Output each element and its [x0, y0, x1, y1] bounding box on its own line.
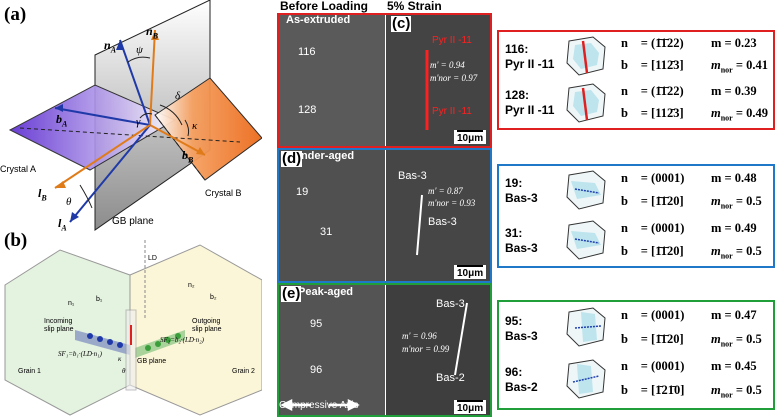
entry-mnor: mnor = 0.5 [711, 244, 762, 261]
scale-bar-e: 10μm [454, 400, 486, 414]
label-sf2: SF₂=b₂·(LD·n₂) [160, 336, 204, 344]
entry-n: n⃗ = (0001) [621, 359, 684, 374]
compressive-axis-label: Compressive Axis [279, 400, 358, 411]
panel-label-e: (e) [281, 286, 301, 302]
label-crystal-a: Crystal A [0, 164, 36, 174]
overlay-c-mnor: m'nor = 0.97 [430, 73, 477, 83]
entry-mnor: mnor = 0.5 [711, 383, 762, 400]
panel-label-d: (d) [281, 151, 302, 167]
scale-bar-d: 10μm [454, 265, 486, 279]
entry-n: n⃗ = (1̄1̄22) [621, 84, 684, 99]
label-incoming: Incoming slip plane [44, 318, 84, 334]
label-sf1: SF₁=b₁·(LD·n₁) [58, 350, 102, 358]
overlay-d-mnor: m'nor = 0.93 [428, 198, 475, 208]
label-psi: ψ [136, 44, 143, 56]
label-l-a: lA [58, 216, 67, 232]
entry-m: m = 0.45 [711, 359, 757, 374]
crystal-orientation-icon [561, 169, 611, 213]
entry-mnor: mnor = 0.41 [711, 58, 768, 75]
label-crystal-b: Crystal B [205, 188, 242, 198]
entry-m: m = 0.48 [711, 171, 757, 186]
scale-bar-c: 10μm [454, 130, 486, 144]
label-gb-plane: GB plane [112, 216, 154, 227]
label-grain2: Grain 2 [232, 368, 255, 375]
entry-label: 128:Pyr II -11 [505, 88, 554, 118]
entry-label: 96:Bas-2 [505, 365, 538, 395]
overlay-e-mnor: m'nor = 0.99 [402, 344, 449, 354]
label-b2: b₂ [210, 294, 217, 301]
overlay-d-sys1: Bas-3 [398, 170, 427, 182]
entry-n: n⃗ = (1̄1̄22) [621, 36, 684, 51]
overlay-e-sys1: Bas-3 [436, 298, 465, 310]
label-n-a: nA [104, 38, 116, 54]
crystal-orientation-icon [561, 82, 611, 126]
entry-b: b⃗ = [1̄21̄0] [621, 383, 684, 398]
overlay-c-mprime: m' = 0.94 [430, 60, 465, 70]
entry-n: n⃗ = (0001) [621, 308, 684, 323]
entry-m: m = 0.47 [711, 308, 757, 323]
info-box-d: 19:Bas-3 n⃗ = (0001) m = 0.48 b⃗ = [1̄1̄… [497, 164, 775, 268]
entry-label: 31:Bas-3 [505, 226, 538, 256]
entry-b: b⃗ = [1̄1̄20] [621, 244, 684, 259]
entry-b: b⃗ = [112̄3] [621, 58, 684, 73]
overlay-c-sys2: Pyr II -11 [432, 106, 472, 117]
entry-label: 19:Bas-3 [505, 176, 538, 206]
label-delta: δ [175, 90, 180, 102]
overlay-e-sys2: Bas-2 [436, 372, 465, 384]
label-l-b: lB [38, 186, 47, 202]
label-b-b: bB [182, 148, 193, 164]
label-theta-b: θ [122, 367, 125, 375]
crystal-orientation-icon [561, 358, 611, 404]
entry-mnor: mnor = 0.49 [711, 106, 768, 123]
label-b1: b₁ [96, 296, 102, 303]
entry-mnor: mnor = 0.5 [711, 194, 762, 211]
entry-m: m = 0.49 [711, 221, 757, 236]
label-n-b: nB [146, 24, 158, 40]
entry-m: m = 0.23 [711, 36, 757, 51]
overlay-c-sys1: Pyr II -11 [432, 35, 472, 46]
entry-label: 95:Bas-3 [505, 314, 538, 344]
overlay-d-mprime: m' = 0.87 [428, 186, 463, 196]
label-kappa: κ [192, 120, 197, 132]
entry-mnor: mnor = 0.5 [711, 332, 762, 349]
entry-b: b⃗ = [112̄3] [621, 106, 684, 121]
crystal-orientation-icon [561, 35, 611, 79]
panel-label-c: (c) [391, 16, 411, 32]
header-5pct-strain: 5% Strain [387, 0, 442, 13]
overlay-d-sys2: Bas-3 [428, 216, 457, 228]
entry-b: b⃗ = [1̄1̄20] [621, 332, 684, 347]
entry-b: b⃗ = [1̄1̄20] [621, 194, 684, 209]
label-gb-plane-b: GB plane [137, 358, 166, 365]
label-grain1: Grain 1 [18, 368, 41, 375]
label-b-a: bA [56, 112, 67, 128]
label-gamma: γ [136, 116, 140, 128]
crystal-orientation-icon [561, 306, 611, 352]
label-ld: LD [148, 255, 157, 262]
entry-label: 116:Pyr II -11 [505, 42, 554, 72]
label-theta: θ [66, 196, 71, 208]
label-outgoing: Outgoing slip plane [192, 318, 232, 334]
header-before-loading: Before Loading [280, 0, 368, 13]
panel-a-schematic [0, 0, 262, 240]
label-n1: n₁ [68, 300, 74, 307]
info-box-c: 116:Pyr II -11 n⃗ = (1̄1̄22) m = 0.23 b⃗… [497, 30, 775, 130]
label-n2: n₂ [188, 282, 195, 289]
entry-m: m = 0.39 [711, 84, 757, 99]
entry-n: n⃗ = (0001) [621, 221, 684, 236]
overlay-e-mprime: m' = 0.96 [402, 331, 437, 341]
slip-trace-d [279, 150, 490, 281]
entry-n: n⃗ = (0001) [621, 171, 684, 186]
label-kappa-b: κ [118, 355, 121, 363]
crystal-orientation-icon [561, 219, 611, 263]
info-box-e: 95:Bas-3 n⃗ = (0001) m = 0.47 b⃗ = [1̄1̄… [497, 300, 775, 410]
